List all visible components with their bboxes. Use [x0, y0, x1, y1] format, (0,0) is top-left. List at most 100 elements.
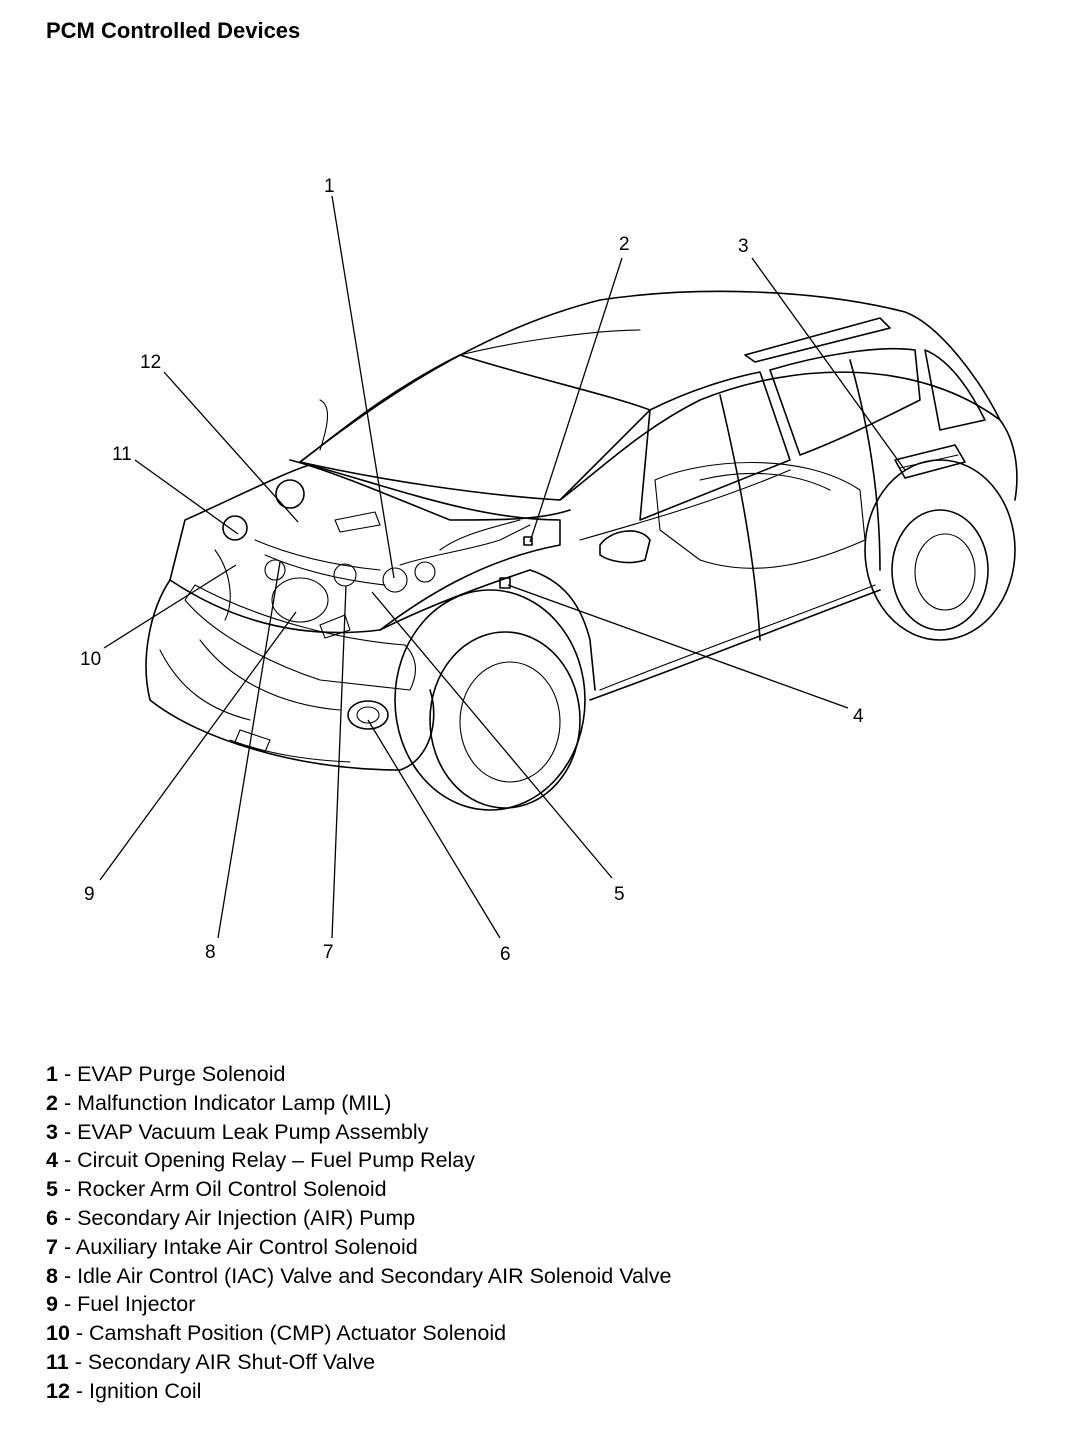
legend-text: Fuel Injector [77, 1292, 196, 1317]
legend-text: Auxiliary Intake Air Control Solenoid [75, 1234, 418, 1259]
body-side [559, 371, 1018, 501]
front-wheel [429, 631, 581, 809]
legend-number: 11 [46, 1349, 69, 1374]
callout-4: 4 [853, 706, 864, 727]
legend-separator: - [69, 1378, 90, 1403]
air-pump [347, 700, 389, 730]
rocker-panel [589, 589, 881, 701]
leader-3 [751, 257, 906, 471]
legend-item: 3 - EVAP Vacuum Leak Pump Assembly [46, 1118, 671, 1147]
leader-5 [371, 591, 613, 879]
legend-separator: - [57, 1119, 78, 1144]
legend-item: 2 - Malfunction Indicator Lamp (MIL) [46, 1089, 671, 1118]
legend-separator: - [57, 1177, 78, 1202]
legend-item: 1 - EVAP Purge Solenoid [46, 1060, 671, 1089]
leader-6 [367, 719, 501, 939]
legend-separator: - [57, 1148, 78, 1173]
engine-part-b [222, 515, 248, 541]
legend-text: Malfunction Indicator Lamp (MIL) [77, 1090, 392, 1115]
callout-9: 9 [84, 884, 95, 905]
legend-item: 12 - Ignition Coil [46, 1377, 671, 1406]
legend-text: Rocker Arm Oil Control Solenoid [77, 1177, 387, 1202]
front-wheel-arch [394, 589, 586, 811]
mil-lamp [523, 536, 533, 546]
callout-7: 7 [323, 942, 334, 963]
legend-number: 6 [46, 1205, 58, 1230]
legend-text: Camshaft Position (CMP) Actuator Solenoi… [89, 1321, 507, 1346]
door-line-rear [849, 359, 881, 571]
legend-item: 10 - Camshaft Position (CMP) Actuator So… [46, 1319, 671, 1348]
engine-part-a [275, 479, 305, 509]
legend-text: Secondary AIR Shut-Off Valve [87, 1349, 376, 1374]
callout-5: 5 [614, 884, 625, 905]
legend-item: 4 - Circuit Opening Relay – Fuel Pump Re… [46, 1146, 671, 1175]
door-line-front [719, 394, 761, 641]
legend-number: 5 [46, 1177, 58, 1202]
front-fender [379, 569, 596, 691]
callout-3: 3 [738, 236, 749, 257]
legend-separator: - [69, 1321, 90, 1346]
leader-lines [99, 195, 906, 939]
leader-7 [331, 585, 347, 939]
legend-number: 4 [46, 1148, 58, 1173]
front-door-window [639, 371, 791, 521]
callout-8: 8 [205, 942, 216, 963]
callout-12: 12 [140, 352, 161, 373]
leader-12 [163, 371, 299, 523]
side-mirror [599, 530, 651, 564]
legend-text: EVAP Purge Solenoid [77, 1062, 286, 1086]
roof-rail [744, 317, 891, 363]
vehicle-diagram: 1 2 3 4 5 6 7 8 9 10 11 12 [80, 176, 1018, 965]
quarter-window [924, 349, 986, 431]
leader-10 [103, 564, 237, 649]
leader-1 [331, 195, 395, 579]
callout-11: 11 [112, 444, 132, 465]
engine-bay-outline [169, 464, 561, 634]
legend-text: Idle Air Control (IAC) Valve and Seconda… [77, 1263, 672, 1288]
leader-8 [217, 561, 281, 939]
callout-6: 6 [500, 944, 511, 965]
callout-10: 10 [80, 649, 101, 670]
roof-outline [299, 290, 1001, 463]
headlamp [184, 584, 416, 691]
legend-number: 12 [46, 1378, 70, 1403]
legend-separator: - [57, 1090, 78, 1115]
legend-text: Ignition Coil [89, 1378, 202, 1403]
vehicle-illustration [145, 290, 1018, 811]
legend-item: 11 - Secondary AIR Shut-Off Valve [46, 1348, 671, 1377]
callout-labels: 1 2 3 4 5 6 7 8 9 10 11 12 [80, 176, 864, 965]
legend-item: 7 - Auxiliary Intake Air Control Solenoi… [46, 1233, 671, 1262]
legend-text: EVAP Vacuum Leak Pump Assembly [77, 1119, 429, 1144]
rear-wheel [891, 509, 989, 631]
legend-item: 8 - Idle Air Control (IAC) Valve and Sec… [46, 1262, 671, 1291]
front-fascia [145, 579, 435, 771]
legend-separator: - [57, 1263, 78, 1288]
legend-separator: - [57, 1234, 76, 1259]
legend-text: Secondary Air Injection (AIR) Pump [77, 1205, 416, 1230]
legend-number: 10 [46, 1321, 70, 1346]
leader-4 [507, 584, 849, 709]
rear-seat [654, 462, 866, 569]
legend-item: 5 - Rocker Arm Oil Control Solenoid [46, 1175, 671, 1204]
legend-item: 9 - Fuel Injector [46, 1290, 671, 1319]
page-title: PCM Controlled Devices [46, 18, 301, 43]
legend-number: 8 [46, 1263, 58, 1288]
legend-separator: - [57, 1205, 78, 1230]
windshield [299, 354, 651, 501]
legend-separator: - [57, 1062, 78, 1086]
legend-number: 3 [46, 1119, 58, 1144]
rear-door-window [769, 347, 921, 456]
leader-9 [99, 611, 297, 881]
legend-number: 2 [46, 1090, 58, 1115]
legend-separator: - [57, 1292, 78, 1317]
rear-wheel-arch [864, 459, 1016, 641]
leader-2 [529, 257, 623, 543]
hood-open [289, 459, 571, 521]
legend-item: 6 - Secondary Air Injection (AIR) Pump [46, 1204, 671, 1233]
legend-number: 1 [46, 1062, 58, 1086]
legend-number: 9 [46, 1292, 58, 1317]
callout-2: 2 [619, 234, 630, 255]
legend-list: 1 - EVAP Purge Solenoid 2 - Malfunction … [46, 1060, 671, 1406]
leader-11 [134, 459, 239, 535]
legend-text: Circuit Opening Relay – Fuel Pump Relay [77, 1148, 476, 1173]
